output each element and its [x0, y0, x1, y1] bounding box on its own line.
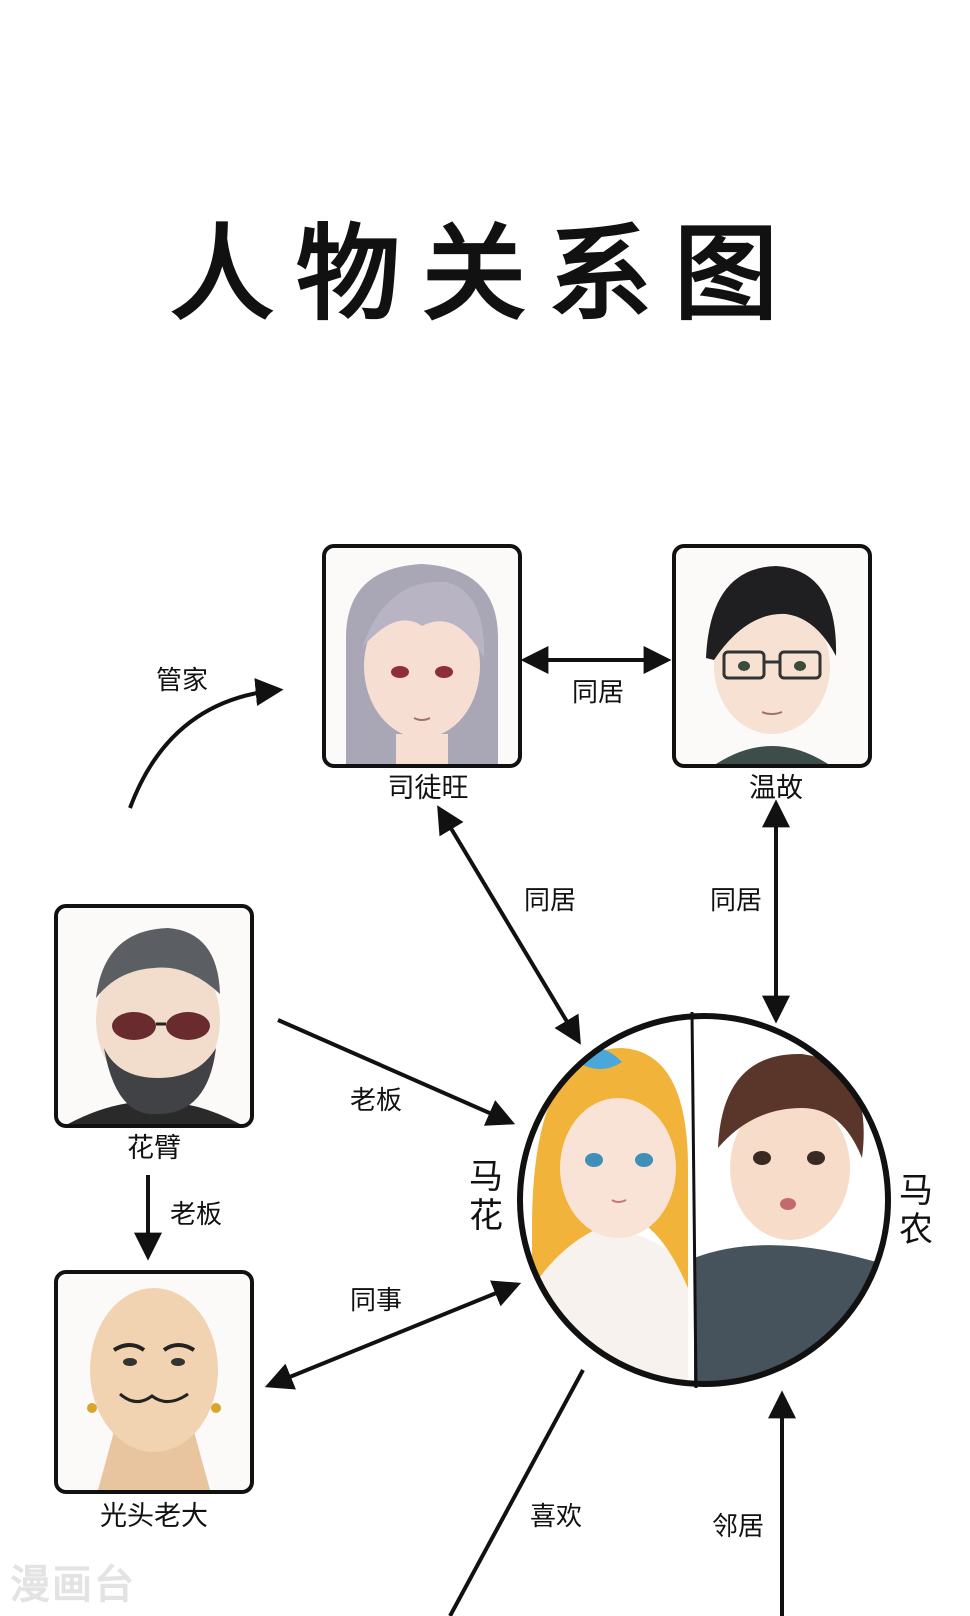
boss-huabi-mahua-arrow [277, 1018, 516, 1126]
label-boss-huabi-mahua: 老板 [350, 1086, 403, 1116]
butler-arrow [128, 678, 284, 809]
portrait-ma-hua-ma-nong [517, 1011, 891, 1389]
name-hua-bi: 花臂 [127, 1133, 181, 1164]
name-ma-hua: 马花 [469, 1157, 503, 1237]
coworker-arrow [264, 1280, 522, 1390]
portrait-situ-wang [322, 544, 522, 768]
name-guangtou: 光头老大 [100, 1501, 208, 1532]
name-situ-wang: 司徒旺 [387, 773, 469, 804]
label-cohabit-top: 同居 [572, 678, 625, 708]
portrait-guangtou [54, 1270, 254, 1494]
label-like: 喜欢 [530, 1502, 583, 1532]
label-cohabit-situ: 同居 [524, 886, 577, 916]
like-line [448, 1369, 585, 1616]
label-butler: 管家 [156, 666, 209, 696]
portrait-wen-gu [672, 544, 872, 768]
name-ma-nong: 马农 [899, 1171, 933, 1251]
label-coworker: 同事 [350, 1286, 403, 1316]
label-boss-huabi-guangtou: 老板 [170, 1200, 223, 1230]
page-title: 人物关系图 [169, 213, 800, 335]
label-cohabit-wen: 同居 [710, 886, 763, 916]
portrait-hua-bi [54, 904, 254, 1128]
cohabit-situ-arrow [437, 805, 581, 1045]
label-neighbor: 邻居 [712, 1512, 765, 1542]
watermark: 漫画台 [10, 1562, 136, 1608]
name-wen-gu: 温故 [749, 773, 803, 804]
